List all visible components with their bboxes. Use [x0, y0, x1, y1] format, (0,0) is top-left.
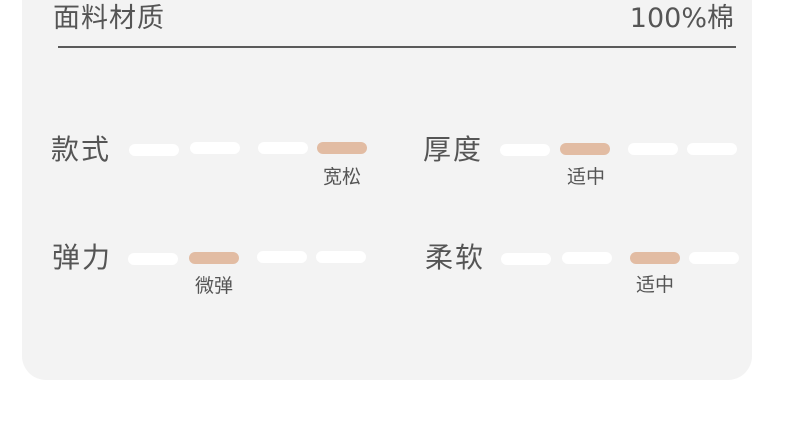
scale-segment-selected — [630, 252, 680, 264]
scale-segment — [687, 143, 737, 155]
attr-label-style: 款式 — [51, 133, 112, 166]
scale-segment — [500, 144, 550, 156]
scale-segment — [689, 252, 739, 264]
attr-label-softness: 柔软 — [425, 241, 486, 274]
attr-label-elasticity: 弹力 — [52, 241, 113, 274]
scale-segment — [628, 143, 678, 155]
scale-segment-selected — [317, 142, 367, 154]
scale-segment — [501, 253, 551, 265]
spec-card — [22, 0, 752, 380]
material-label: 面料材质 — [53, 3, 165, 34]
scale-segment — [562, 252, 612, 264]
scale-segment — [257, 251, 307, 263]
divider — [58, 46, 736, 48]
scale-segment-selected — [189, 252, 239, 264]
scale-segment — [258, 142, 308, 154]
scale-segment — [129, 144, 179, 156]
scale-segment — [316, 251, 366, 263]
scale-caption-thickness: 适中 — [566, 166, 605, 188]
scale-segment-selected — [560, 143, 610, 155]
scale-segment — [190, 142, 240, 154]
scale-segment — [128, 253, 178, 265]
scale-caption-style: 宽松 — [322, 166, 361, 188]
scale-caption-elasticity: 微弹 — [194, 275, 233, 297]
scale-caption-softness: 适中 — [635, 274, 674, 296]
attr-label-thickness: 厚度 — [423, 133, 484, 166]
material-value: 100%棉 — [629, 3, 734, 34]
